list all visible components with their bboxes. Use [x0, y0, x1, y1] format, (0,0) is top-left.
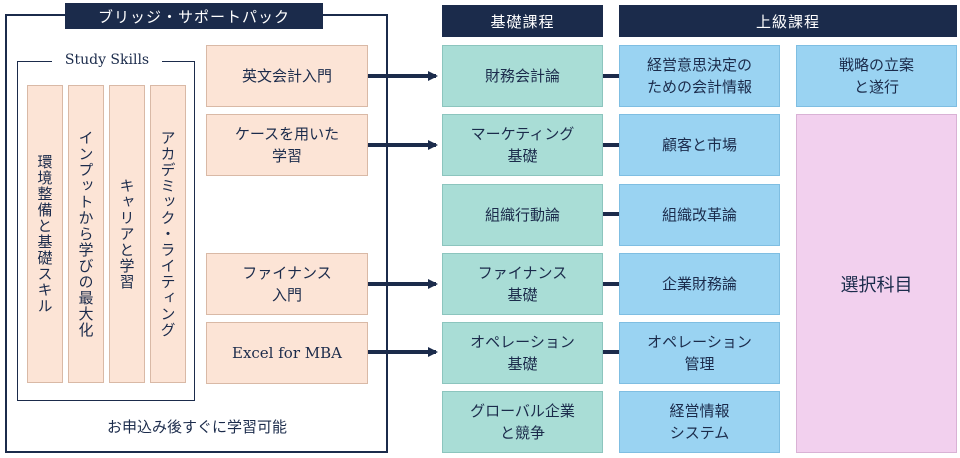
- basic-course-financial-accounting: 財務会計論: [442, 45, 603, 107]
- basic-course-org-behavior: 組織行動論: [442, 184, 603, 246]
- bridge-course-excel: Excel for MBA: [206, 322, 368, 384]
- study-skill-career: キャリアと学習: [109, 85, 145, 383]
- advanced-course-strategy: 戦略の立案 と遂行: [796, 45, 957, 107]
- bridge-footer-note: お申込み後すぐに学習可能: [106, 417, 287, 436]
- advanced-course-org-reform: 組織改革論: [619, 184, 780, 246]
- advanced-course-operations-mgmt: オペレーション 管理: [619, 322, 780, 384]
- bridge-course-case-learning: ケースを用いた 学習: [206, 114, 368, 176]
- bridge-course-finance-intro: ファイナンス 入門: [206, 253, 368, 315]
- elective-courses: 選択科目: [796, 114, 957, 453]
- advanced-course-accounting-info: 経営意思決定の ための会計情報: [619, 45, 780, 107]
- study-skill-input: インプットから学びの最大化: [68, 85, 104, 383]
- basic-course-global-competition: グローバル企業 と競争: [442, 391, 603, 453]
- basic-course-marketing: マーケティング 基礎: [442, 114, 603, 176]
- bridge-course-accounting: 英文会計入門: [206, 45, 368, 107]
- bridge-pack-title: ブリッジ・サポートパック: [65, 3, 323, 29]
- study-skill-academic-writing: アカデミック・ライティング: [150, 85, 186, 383]
- advanced-course-header: 上級課程: [619, 5, 957, 37]
- basic-course-operations: オペレーション 基礎: [442, 322, 603, 384]
- advanced-course-corporate-finance: 企業財務論: [619, 253, 780, 315]
- advanced-course-info-systems: 経営情報 システム: [619, 391, 780, 453]
- study-skill-environment: 環境整備と基礎スキル: [27, 85, 63, 383]
- basic-course-finance: ファイナンス 基礎: [442, 253, 603, 315]
- basic-course-header: 基礎課程: [442, 5, 603, 37]
- study-skills-title: Study Skills: [52, 50, 162, 70]
- advanced-course-customer-market: 顧客と市場: [619, 114, 780, 176]
